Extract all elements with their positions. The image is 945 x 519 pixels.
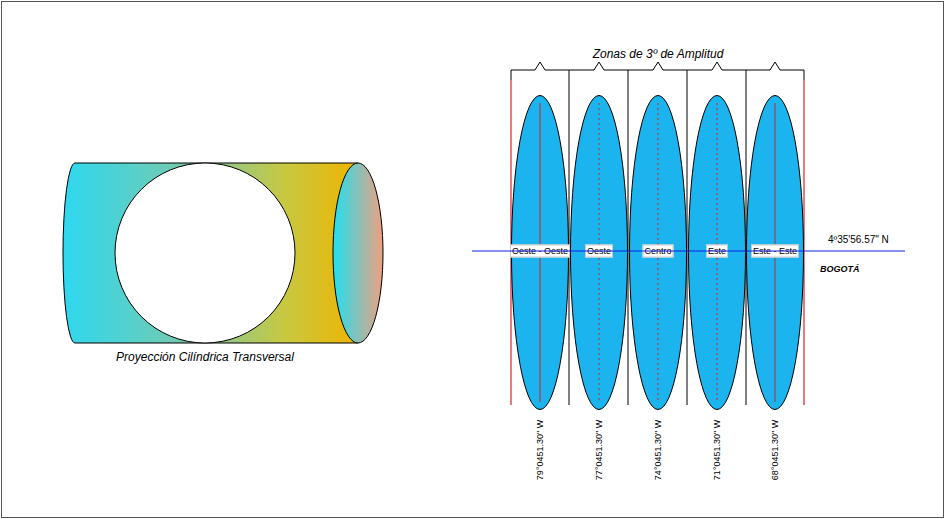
city-label: BOGOTÁ: [820, 264, 860, 274]
zones-title: Zonas de 3º de Amplitud: [593, 47, 724, 61]
zone-ellipse: Oeste - Oeste: [511, 95, 569, 410]
zone-braces: [511, 62, 804, 80]
zone-ellipse: Centro: [629, 95, 687, 410]
zone-ellipse: Oeste: [570, 95, 628, 410]
meridian-label: 77°0451.30" W: [594, 420, 604, 480]
zone-ellipse: Este - Este: [746, 95, 804, 410]
zone-label: Oeste - Oeste: [510, 245, 570, 258]
zone-label: Centro: [642, 245, 673, 258]
zone-ellipse: Este: [688, 95, 746, 410]
cylinder: [63, 163, 383, 343]
meridian-label: 68°0451.30" W: [770, 420, 780, 480]
latitude-label: 4º35'56.57" N: [828, 234, 889, 245]
meridian-label: 79°0451.30" W: [535, 420, 545, 480]
zone-label: Oeste: [585, 245, 613, 258]
zone-label: Este - Este: [751, 245, 799, 258]
caption: Proyección Cilíndrica Transversal: [116, 350, 294, 364]
zone-label: Este: [706, 245, 728, 258]
meridian-label: 71°0451.30" W: [712, 420, 722, 480]
meridian-label: 74°0451.30" W: [653, 420, 663, 480]
